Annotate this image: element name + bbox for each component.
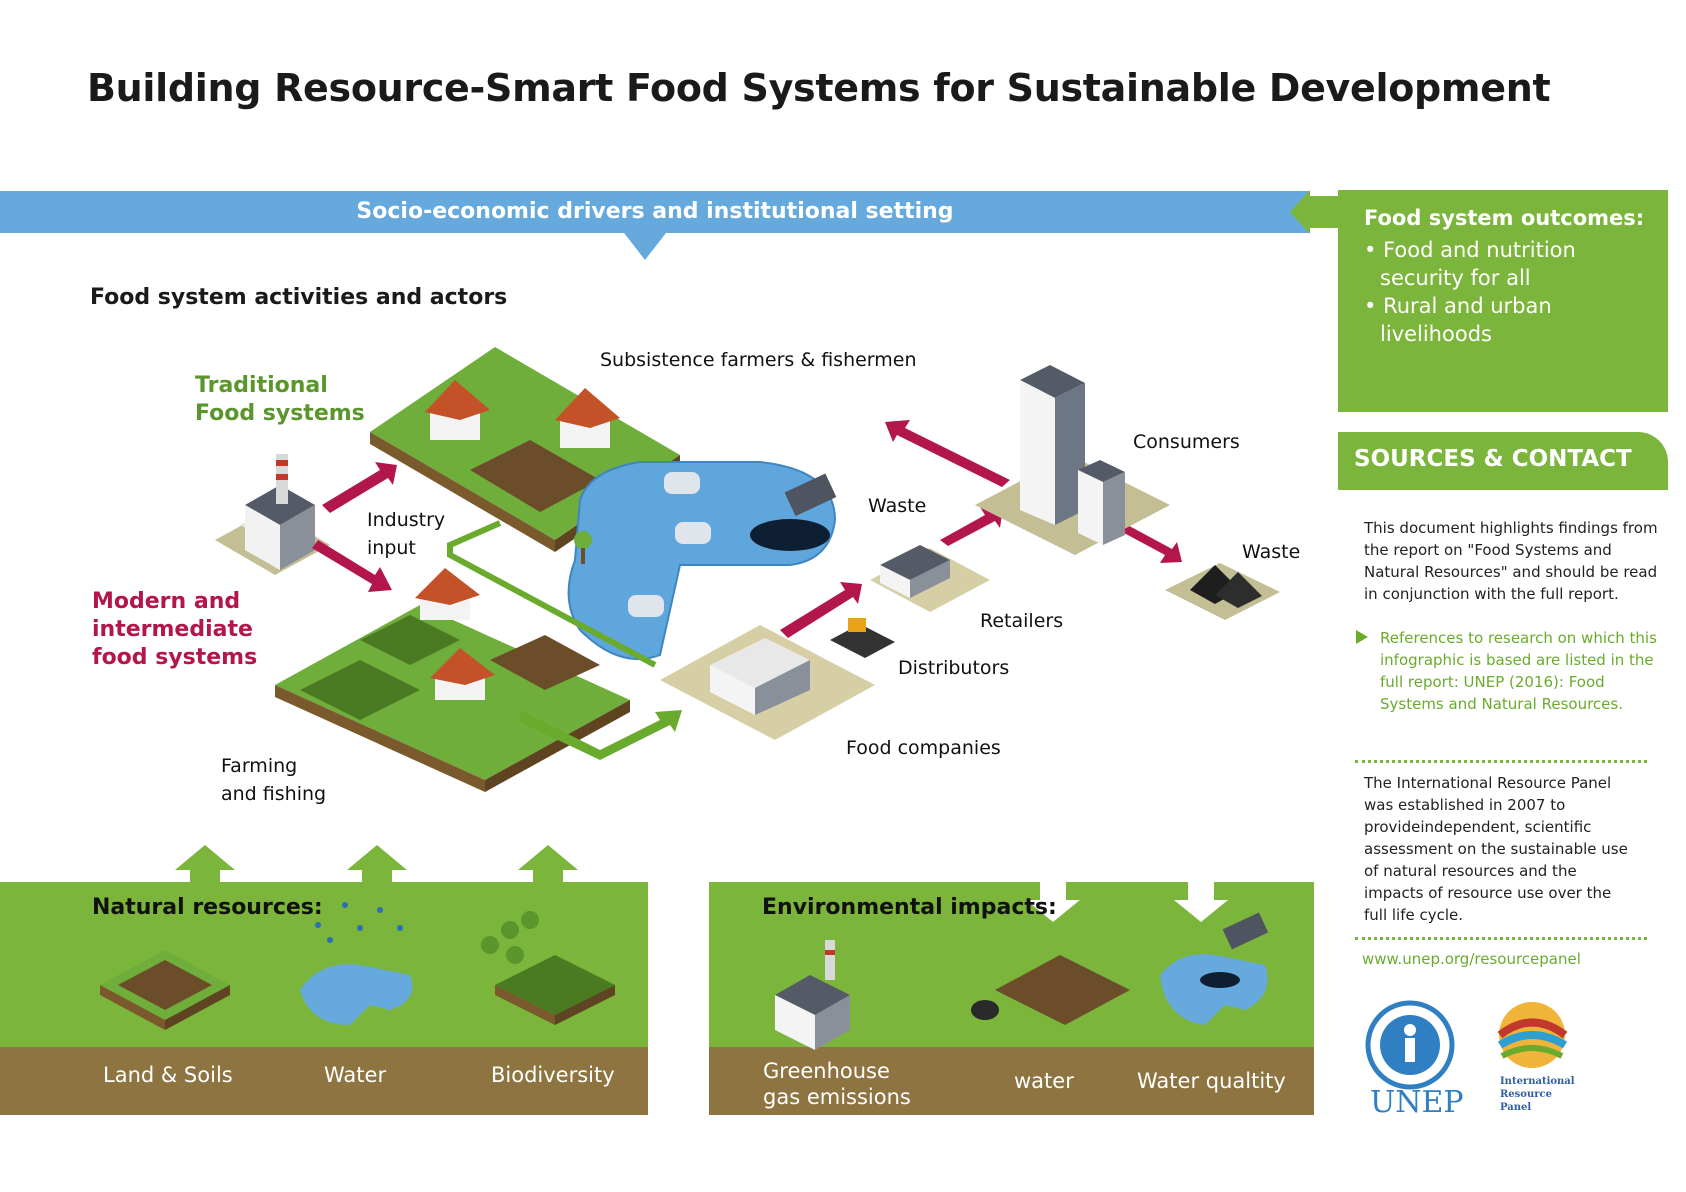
outcome-item: Rural and urban livelihoods bbox=[1364, 292, 1654, 348]
environmental-impacts-base bbox=[709, 1047, 1314, 1115]
industry-label: Industry input bbox=[367, 506, 445, 562]
down-arrow bbox=[624, 233, 666, 260]
drivers-banner-label: Socio-economic drivers and institutional… bbox=[356, 199, 954, 224]
irp-wordmark-line2: Resource bbox=[1500, 1089, 1552, 1100]
sources-intro: This document highlights findings from t… bbox=[1364, 519, 1658, 603]
subsistence-label: Subsistence farmers & fishermen bbox=[600, 349, 917, 371]
flow-arrows-magenta bbox=[312, 420, 1182, 638]
natural-resources-base bbox=[0, 1047, 648, 1115]
biodiversity-icon bbox=[481, 911, 615, 1025]
modern-line2: intermediate bbox=[92, 617, 253, 642]
land-soils-label: Land & Soils bbox=[103, 1063, 233, 1087]
irp-logo bbox=[1497, 1002, 1568, 1068]
drivers-banner bbox=[0, 191, 1310, 233]
ghg-line2: gas emissions bbox=[763, 1085, 911, 1109]
water-impact-label: water bbox=[1014, 1069, 1074, 1093]
irp-description: The International Resource Panel was est… bbox=[1364, 774, 1628, 924]
irp-wordmark-line1: International bbox=[1500, 1076, 1575, 1087]
sources-header-box bbox=[1338, 432, 1668, 490]
farming-line2: and fishing bbox=[221, 783, 327, 805]
up-arrows bbox=[175, 845, 578, 882]
industry-line1: Industry bbox=[367, 509, 446, 531]
consumers-label: Consumers bbox=[1133, 431, 1240, 453]
food-companies-label: Food companies bbox=[846, 737, 1001, 759]
retailer-building bbox=[870, 545, 990, 612]
page-title: Building Resource-Smart Food Systems for… bbox=[87, 66, 1551, 110]
env-water-quality-icon bbox=[1160, 912, 1269, 1025]
farming-line1: Farming bbox=[221, 755, 298, 777]
environmental-impacts-title: Environmental impacts: bbox=[762, 895, 1057, 920]
traditional-line1: Traditional bbox=[195, 373, 328, 398]
activities-heading: Food system activities and actors bbox=[90, 285, 508, 310]
irp-wordmark: International Resource Panel bbox=[1500, 1075, 1575, 1114]
sources-title: SOURCES & CONTACT bbox=[1354, 446, 1632, 472]
natural-resources-title: Natural resources: bbox=[92, 895, 323, 920]
land-soils-icon bbox=[100, 950, 230, 1030]
outcome-item: Food and nutrition security for all bbox=[1364, 236, 1654, 292]
traditional-line2: Food systems bbox=[195, 401, 365, 426]
modern-label: Modern and intermediate food systems bbox=[92, 588, 257, 672]
down-arrows-env bbox=[1026, 882, 1228, 922]
lake bbox=[567, 461, 837, 661]
unep-wordmark: UNEP bbox=[1370, 1085, 1464, 1120]
modern-farm-plot bbox=[275, 568, 630, 792]
dotted-divider bbox=[1355, 937, 1647, 940]
website-link[interactable]: www.unep.org/resourcepanel bbox=[1362, 950, 1581, 968]
references-note: References to research on which this inf… bbox=[1380, 629, 1657, 713]
outcomes-title: Food system outcomes: bbox=[1364, 206, 1645, 230]
env-field-icon bbox=[971, 955, 1130, 1025]
ghg-label: Greenhouse gas emissions bbox=[763, 1058, 911, 1110]
distributors-label: Distributors bbox=[898, 657, 1010, 679]
outcomes-list: Food and nutrition security for all Rura… bbox=[1364, 236, 1654, 348]
retailers-label: Retailers bbox=[980, 610, 1064, 632]
waste-heap bbox=[1165, 563, 1280, 620]
food-company-building bbox=[660, 625, 875, 740]
unep-logo bbox=[1365, 1000, 1455, 1090]
feedback-arrow bbox=[1290, 190, 1338, 234]
biodiversity-label: Biodiversity bbox=[491, 1063, 615, 1087]
waste-label-1: Waste bbox=[868, 495, 927, 517]
ghg-line1: Greenhouse bbox=[763, 1059, 890, 1083]
farming-label: Farming and fishing bbox=[221, 752, 326, 808]
factory-industry bbox=[215, 454, 330, 575]
industry-line2: input bbox=[367, 537, 416, 559]
water-icon bbox=[300, 902, 413, 1025]
waste-label-2: Waste bbox=[1242, 541, 1301, 563]
modern-line3: food systems bbox=[92, 645, 258, 670]
traditional-label: Traditional Food systems bbox=[195, 372, 365, 428]
modern-line1: Modern and bbox=[92, 589, 241, 614]
consumer-buildings bbox=[975, 365, 1170, 555]
farm-to-company-arrow bbox=[520, 710, 682, 760]
play-icon bbox=[1356, 630, 1368, 644]
water-quality-label: Water qualtity bbox=[1137, 1069, 1286, 1093]
distributor-truck bbox=[830, 618, 895, 658]
dotted-divider bbox=[1355, 760, 1647, 763]
irp-wordmark-line3: Panel bbox=[1500, 1102, 1532, 1113]
water-label: Water bbox=[324, 1063, 387, 1087]
green-flow-path bbox=[447, 520, 657, 668]
env-factory-icon bbox=[775, 940, 850, 1050]
